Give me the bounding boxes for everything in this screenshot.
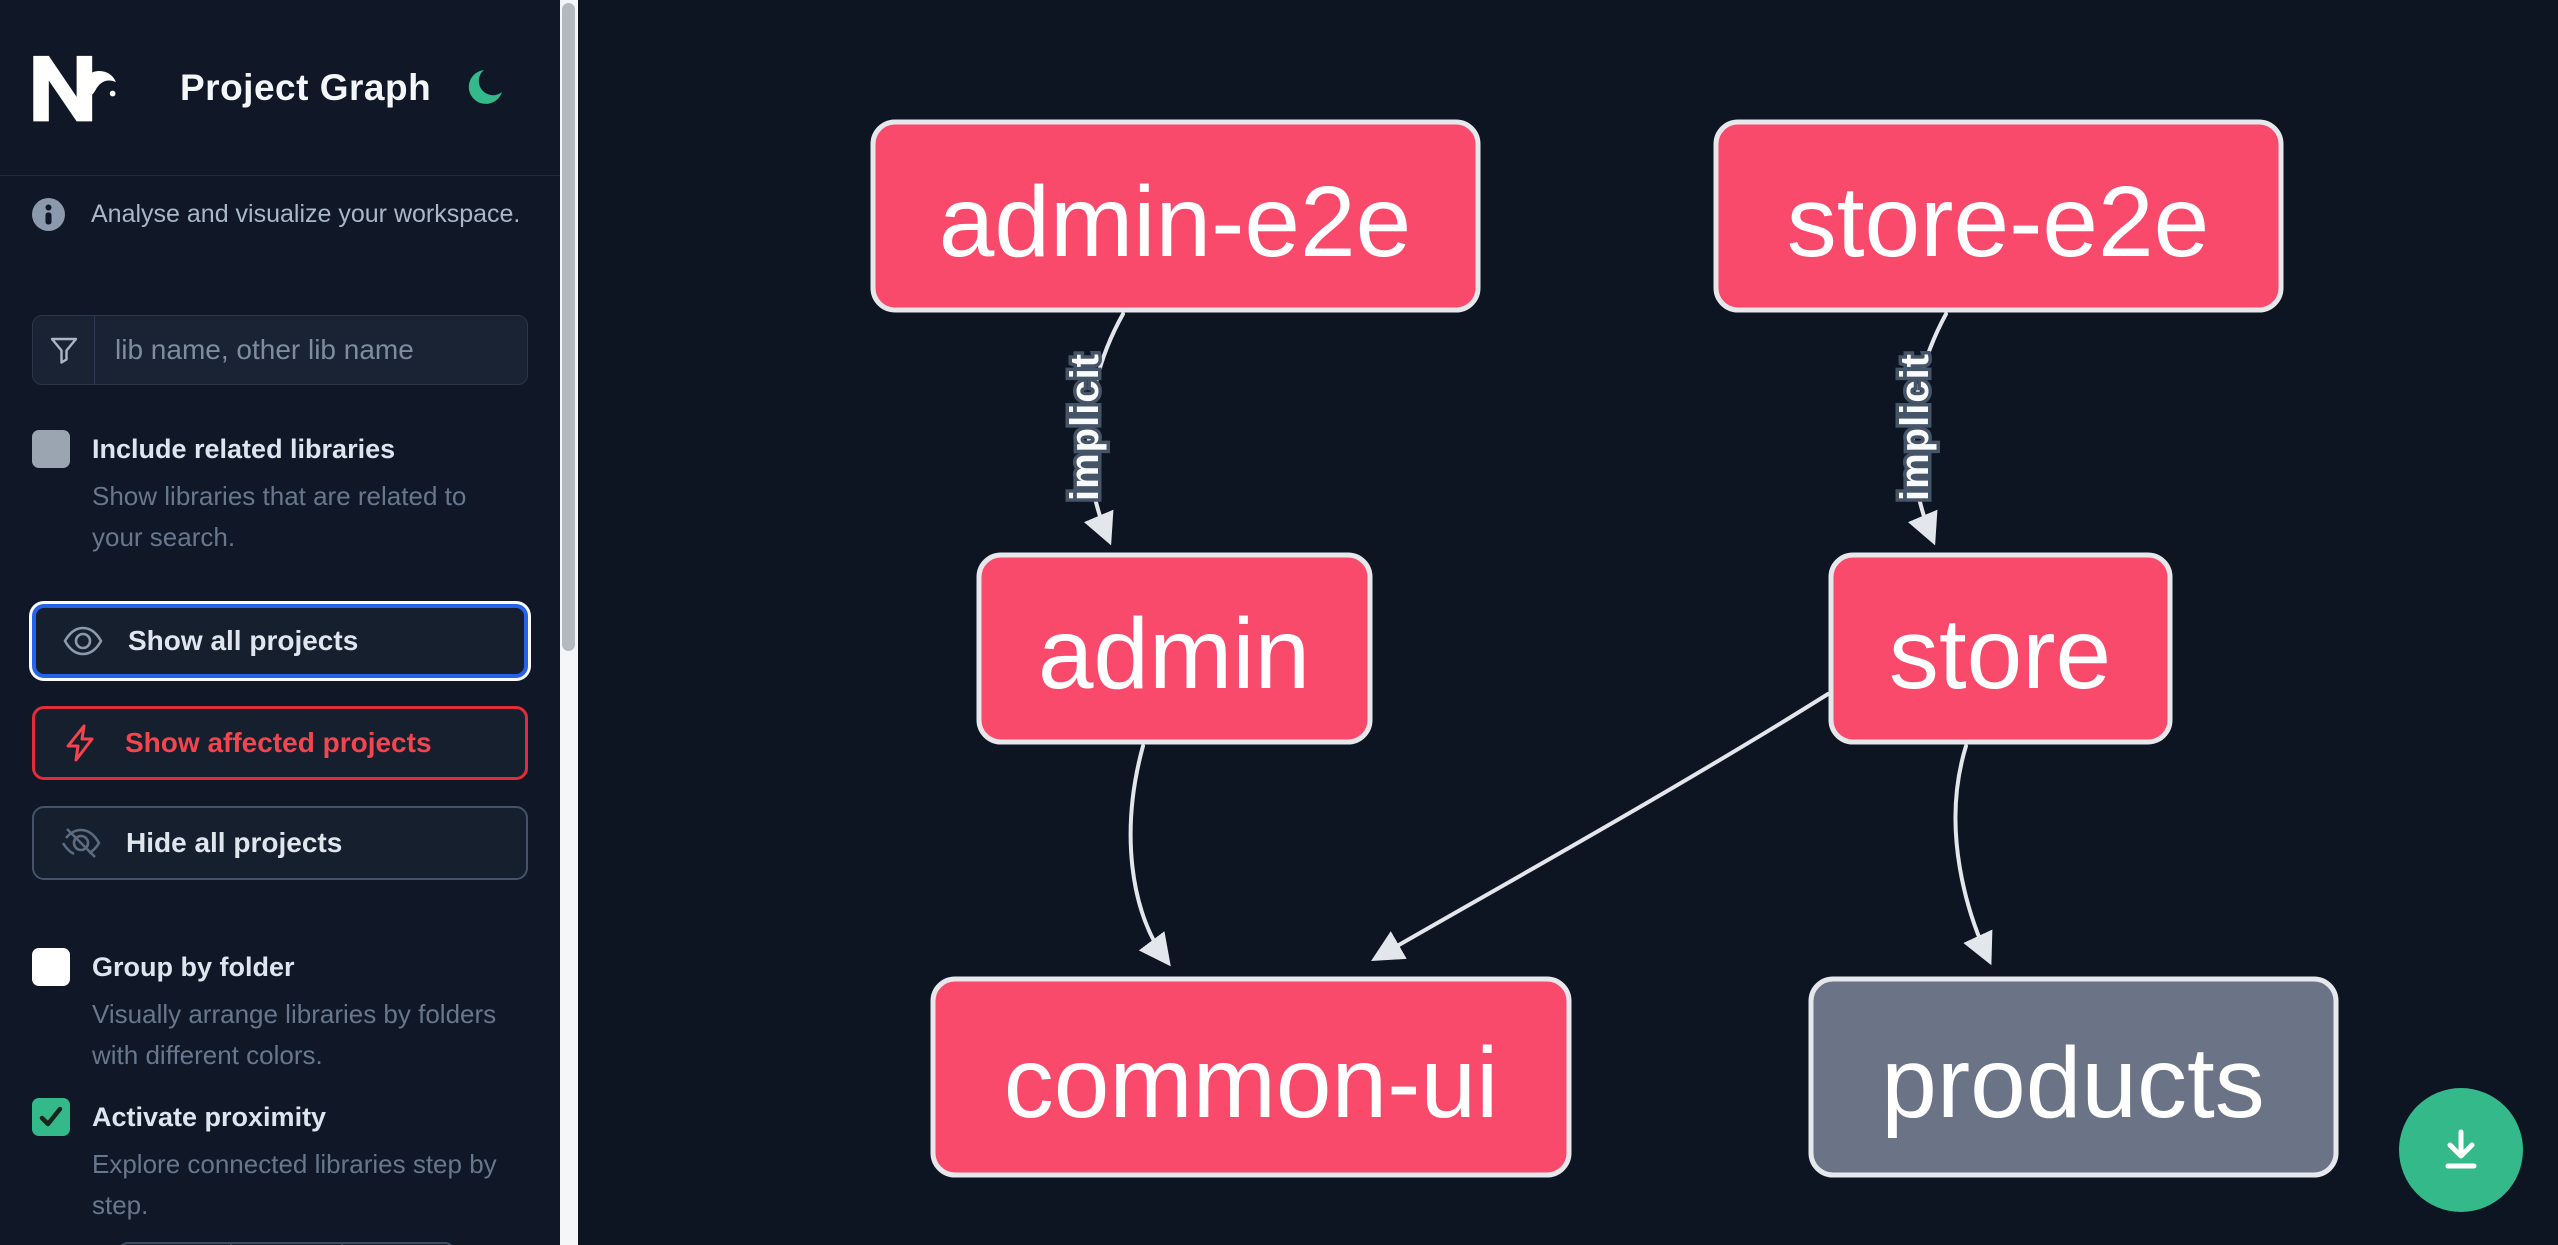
node-products-label: products <box>1881 1027 2265 1139</box>
group-by-folder-checkbox[interactable] <box>32 948 70 986</box>
node-products[interactable]: products <box>1808 976 2339 1178</box>
sidebar: Project Graph Analyse and visualize your… <box>0 0 560 1245</box>
option-activate-proximity: Activate proximity Explore connected lib… <box>32 1096 532 1226</box>
group-by-folder-description: Visually arrange libraries by folders wi… <box>92 999 497 1070</box>
sidebar-scrollbar-thumb[interactable] <box>562 3 575 651</box>
check-icon <box>39 1106 63 1127</box>
workspace-info-text: Analyse and visualize your workspace. <box>91 200 521 228</box>
graph-canvas[interactable]: implicit implicit admin-e2e store-e2e ad… <box>578 0 2558 1245</box>
show-affected-projects-label: Show affected projects <box>125 727 432 758</box>
search-input[interactable] <box>95 316 527 384</box>
edge-admin-to-common-ui <box>1128 744 1171 967</box>
activate-proximity-label: Activate proximity <box>92 1102 327 1132</box>
eye-icon <box>63 626 103 656</box>
node-store-e2e-label: store-e2e <box>1787 166 2209 278</box>
node-common-ui-label: common-ui <box>1004 1027 1499 1139</box>
node-admin-label: admin <box>1038 598 1310 710</box>
search-box <box>32 315 528 385</box>
hide-all-projects-button[interactable]: Hide all projects <box>32 806 528 880</box>
option-group-by-folder: Group by folder Visually arrange librari… <box>32 946 532 1076</box>
sidebar-scrollbar[interactable] <box>560 0 578 1245</box>
edge-store-to-products <box>1953 744 1993 966</box>
node-store[interactable]: store <box>1828 552 2173 745</box>
info-icon <box>32 198 65 231</box>
filter-funnel-icon <box>33 316 95 384</box>
nx-logo <box>33 55 116 122</box>
edge-label-implicit-store: implicit <box>1893 353 1937 501</box>
edge-store-e2e-to-store <box>1907 312 1948 546</box>
group-by-folder-label: Group by folder <box>92 952 295 982</box>
option-include-related: Include related libraries Show libraries… <box>32 428 532 558</box>
lightning-icon <box>66 724 94 762</box>
workspace-info: Analyse and visualize your workspace. <box>32 198 520 231</box>
node-admin-e2e[interactable]: admin-e2e <box>870 119 1481 313</box>
activate-proximity-checkbox[interactable] <box>32 1098 70 1136</box>
edge-store-to-common-ui <box>1371 692 1830 961</box>
download-button[interactable] <box>2399 1088 2523 1212</box>
include-related-description: Show libraries that are related to your … <box>92 481 467 552</box>
node-store-e2e[interactable]: store-e2e <box>1713 119 2284 313</box>
show-all-projects-button[interactable]: Show all projects <box>32 604 528 678</box>
sidebar-header: Project Graph <box>0 0 560 176</box>
download-icon <box>2445 1129 2477 1169</box>
show-affected-projects-button[interactable]: Show affected projects <box>32 706 528 780</box>
edge-admin-e2e-to-admin <box>1083 312 1125 546</box>
node-store-label: store <box>1889 598 2111 710</box>
show-all-projects-label: Show all projects <box>128 625 359 656</box>
edge-label-implicit-admin: implicit <box>1063 353 1107 501</box>
include-related-label: Include related libraries <box>92 434 396 464</box>
node-admin-e2e-label: admin-e2e <box>939 166 1412 278</box>
moon-icon[interactable] <box>462 64 510 112</box>
node-common-ui[interactable]: common-ui <box>930 976 1572 1178</box>
eye-off-icon <box>61 828 101 858</box>
include-related-checkbox[interactable] <box>32 430 70 468</box>
page-title: Project Graph <box>180 67 432 108</box>
node-admin[interactable]: admin <box>976 552 1373 745</box>
graph-main-area: implicit implicit admin-e2e store-e2e ad… <box>578 0 2558 1245</box>
activate-proximity-description: Explore connected libraries step by step… <box>92 1149 497 1220</box>
hide-all-projects-label: Hide all projects <box>126 827 343 858</box>
